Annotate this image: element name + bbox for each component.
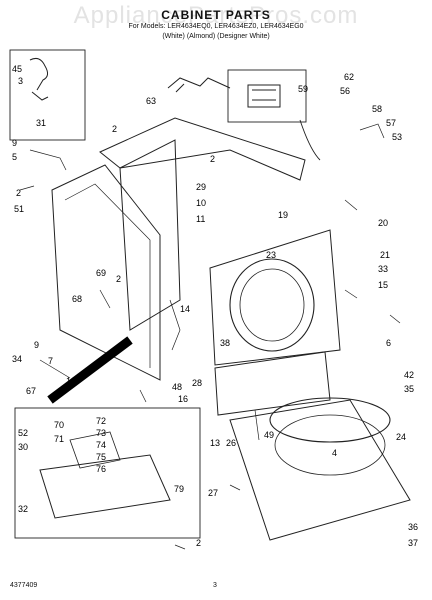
callout-11: 11 (196, 214, 205, 224)
bolt-part-3 (31, 91, 49, 101)
footer-part-number: 4377409 (10, 582, 38, 589)
callout-18: 18 (66, 376, 76, 386)
cabinet-top (99, 117, 306, 181)
callout-56: 56 (340, 86, 350, 96)
page-title: CABINET PARTS (161, 8, 271, 22)
toe-panel (214, 351, 331, 416)
callout-45: 45 (12, 64, 22, 74)
callout-49: 49 (264, 430, 274, 440)
callout-59: 59 (298, 84, 308, 94)
inset-box-bottom-left (14, 407, 201, 539)
callout-75: 75 (96, 452, 106, 462)
callout-2c: 2 (210, 154, 215, 164)
callout-2d: 2 (116, 274, 121, 284)
drum-seal-part-35 (269, 397, 391, 443)
callout-57: 57 (386, 118, 396, 128)
model-list: For Models: LER4634EQ0, LER4634EZ0, LER4… (128, 23, 304, 30)
bracket-part-63 (167, 77, 231, 93)
callout-10: 10 (196, 198, 206, 208)
callout-30: 30 (18, 442, 28, 452)
base-part-36 (229, 399, 411, 541)
callout-28: 28 (192, 378, 202, 388)
callout-4: 4 (332, 448, 337, 458)
cabinet-side-panel (51, 164, 161, 381)
callout-2e: 2 (196, 538, 201, 548)
callout-36: 36 (408, 522, 418, 532)
callout-67: 67 (26, 386, 36, 396)
callout-68: 68 (72, 294, 82, 304)
exhaust-duct-part-18 (47, 336, 133, 404)
callout-23: 23 (266, 250, 276, 260)
callout-2a: 2 (112, 124, 117, 134)
control-bracket-part-30 (39, 454, 171, 519)
callout-63: 63 (146, 96, 156, 106)
callout-35: 35 (404, 384, 414, 394)
callout-3: 3 (18, 76, 23, 86)
callout-6: 6 (386, 338, 391, 348)
callout-24: 24 (396, 432, 406, 442)
callout-52: 52 (18, 428, 28, 438)
callout-48: 48 (172, 382, 182, 392)
callouts: 45 3 31 63 62 59 56 58 57 53 9 5 2 2 51 … (12, 64, 418, 548)
callout-27: 27 (208, 488, 218, 498)
callout-73: 73 (96, 428, 106, 438)
callout-29: 29 (196, 182, 206, 192)
callout-69: 69 (96, 268, 106, 278)
callout-15: 15 (378, 280, 388, 290)
header: AppliancePartsPros.com CABINET PARTS For… (0, 0, 432, 52)
callout-51: 51 (14, 204, 24, 214)
callout-14: 14 (180, 304, 190, 314)
color-variants: (White) (Almond) (Designer White) (162, 33, 270, 40)
callout-37: 37 (408, 538, 418, 548)
callout-53: 53 (392, 132, 402, 142)
callout-31: 31 (36, 118, 46, 128)
callout-13: 13 (210, 438, 220, 448)
inset-box-top-right (227, 69, 307, 123)
callout-16: 16 (178, 394, 188, 404)
callout-7: 7 (48, 356, 53, 366)
motor-part-59 (247, 84, 281, 108)
inset-box-top-left (9, 49, 86, 141)
callout-21: 21 (380, 250, 390, 260)
callout-62: 62 (344, 72, 354, 82)
callout-2b: 2 (16, 188, 21, 198)
callout-26: 26 (226, 438, 236, 448)
door-opening (229, 258, 315, 352)
callout-70: 70 (54, 420, 64, 430)
callout-9b: 9 (34, 340, 39, 350)
callout-38: 38 (220, 338, 230, 348)
callout-32: 32 (18, 504, 28, 514)
callout-33: 33 (378, 264, 388, 274)
callout-76: 76 (96, 464, 106, 474)
callout-42: 42 (404, 370, 414, 380)
cabinet-back (119, 139, 181, 331)
callout-79: 79 (174, 484, 184, 494)
callout-74: 74 (96, 440, 106, 450)
footer-page-number: 3 (213, 582, 217, 589)
callout-9: 9 (12, 138, 17, 148)
callout-5: 5 (12, 152, 17, 162)
watermark: AppliancePartsPros.com (73, 2, 359, 29)
callout-71: 71 (54, 434, 64, 444)
callout-20: 20 (378, 218, 388, 228)
callout-19: 19 (278, 210, 288, 220)
front-panel (209, 229, 341, 366)
callout-58: 58 (372, 104, 382, 114)
harness-part-45 (29, 58, 49, 91)
callout-72: 72 (96, 416, 106, 426)
callout-34: 34 (12, 354, 22, 364)
